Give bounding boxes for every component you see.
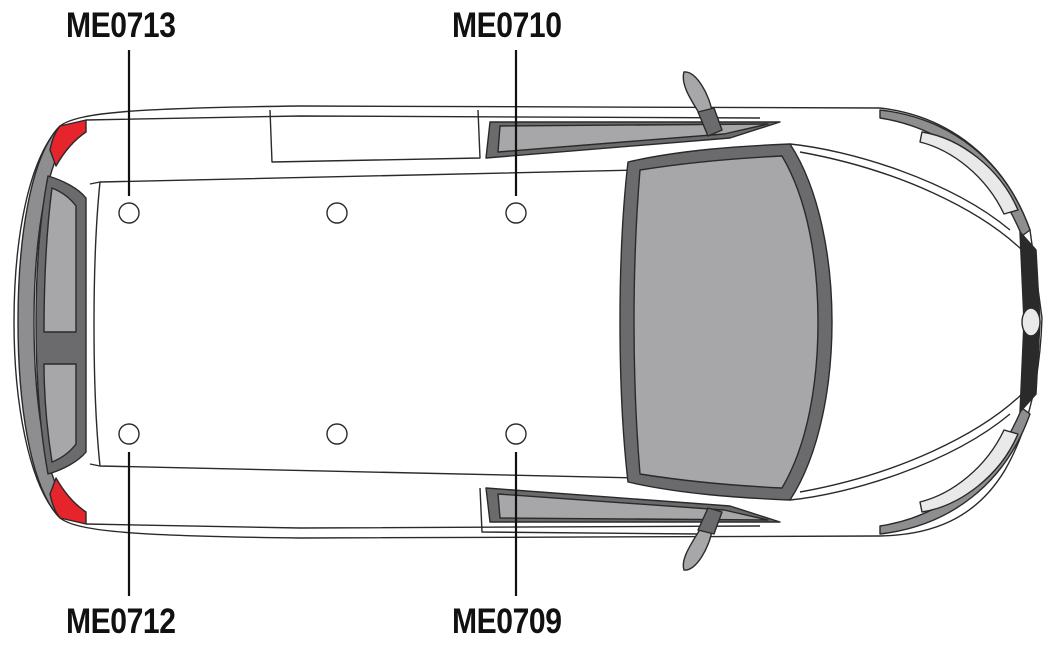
van-body-outline [13,105,1043,539]
windscreen-glass [633,155,819,489]
headlight-lower [919,429,1019,513]
roof-fixing-point [505,423,527,445]
rear-window-lower [43,363,77,463]
mirror-arm-upper [697,107,723,137]
callout-label-me0709: ME0709 [452,602,562,641]
tail-light-lower [49,477,87,525]
side-window-lower-glass [497,493,769,521]
sliding-door-rail-upper [269,109,481,163]
callout-label-me0713: ME0713 [66,6,176,45]
roof-fixing-point [326,423,348,445]
callout-label-me0712: ME0712 [66,602,176,641]
roof-fixing-point [326,202,348,224]
roof-edge-lower [85,523,761,529]
sliding-door-rail-lower [479,487,701,535]
roof-edge-upper [85,115,761,121]
roof-fixing-point [118,423,140,445]
badge-icon [1021,307,1041,337]
tail-light-upper [49,119,87,167]
roof-fixing-point [505,202,527,224]
headlight-upper [919,131,1019,215]
mirror-arm-lower [697,507,723,535]
rear-window-upper [43,187,77,333]
roof-fixing-point [118,202,140,224]
callout-label-me0710: ME0710 [452,6,562,45]
side-window-upper-glass [497,123,769,153]
roof-panel [89,169,641,479]
